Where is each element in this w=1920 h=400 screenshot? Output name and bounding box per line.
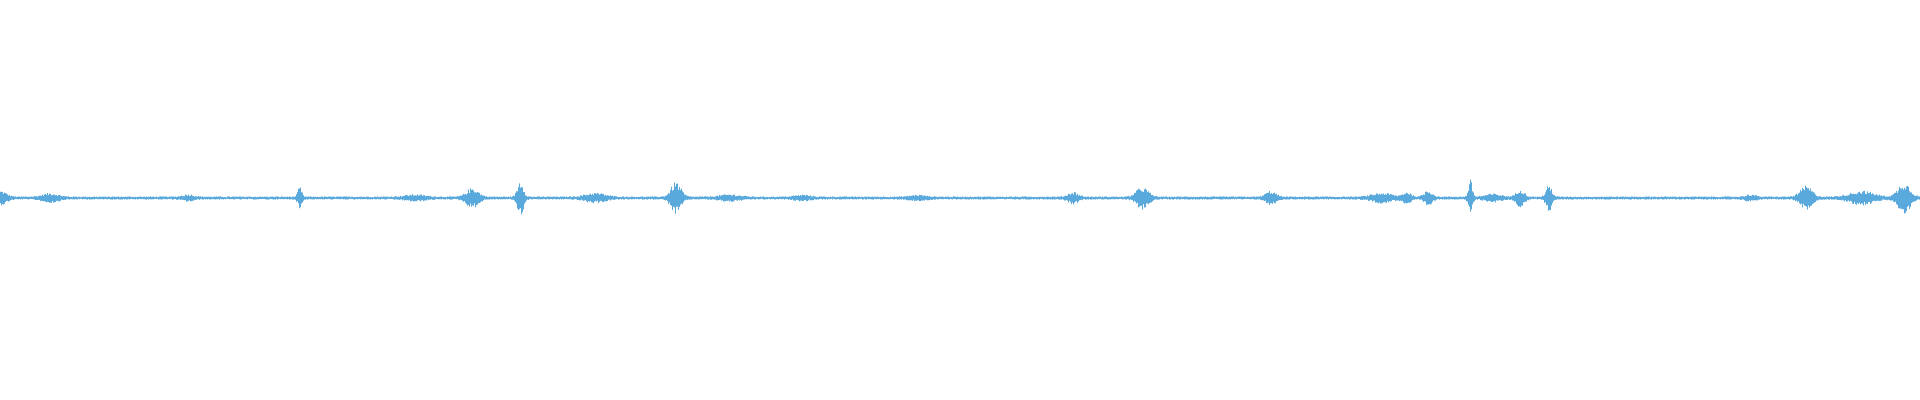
waveform-path xyxy=(0,179,1920,215)
